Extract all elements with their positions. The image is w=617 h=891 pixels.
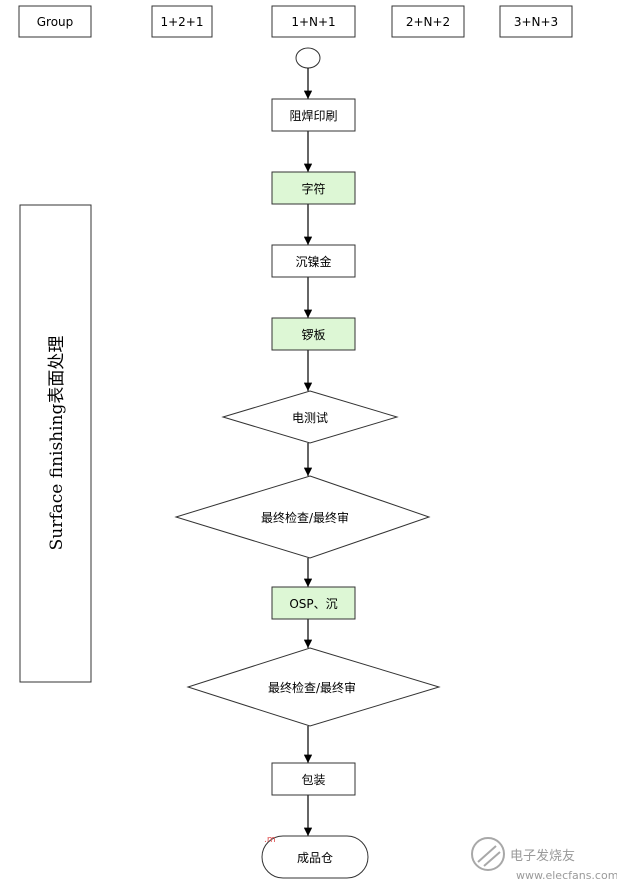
watermark-brand: 电子发烧友	[510, 848, 575, 864]
step-enig-label: 沉镍金	[295, 254, 331, 269]
decision-final-inspection-1	[174, 475, 431, 559]
header-1-2-1: 1+2+1	[160, 15, 203, 29]
header-box-2-n-2	[391, 5, 465, 38]
step-routing-label: 锣板	[301, 328, 325, 342]
step-legend	[271, 171, 356, 205]
start-node	[295, 47, 321, 69]
end-warehouse-label: 成品仓	[297, 851, 333, 865]
watermark: 电子发烧友 www.elecfans.com	[471, 837, 617, 882]
decision-final-inspection-1-label: 最终检查/最终审	[261, 510, 349, 525]
header-group: Group	[37, 15, 74, 29]
decision-e-test	[221, 390, 399, 444]
lane-label: Surface finishing表面处理	[47, 336, 67, 551]
decision-e-test-label: 电测试	[292, 410, 328, 425]
step-solder-mask-label: 阻焊印刷	[289, 108, 337, 123]
header-box-3-n-3	[499, 5, 573, 38]
header-box-1-n-1	[271, 5, 356, 38]
step-solder-mask	[271, 98, 356, 132]
watermark-url: www.elecfans.com	[516, 869, 617, 882]
header-box-1-2-1	[151, 5, 213, 38]
header-1-n-1: 1+N+1	[291, 15, 335, 29]
lane-box	[19, 204, 92, 683]
decision-final-inspection-2	[186, 647, 441, 727]
end-warehouse	[261, 835, 369, 879]
step-legend-label: 字符	[301, 181, 325, 196]
step-routing	[271, 317, 356, 351]
watermark-logo-icon	[471, 837, 505, 871]
step-packing-label: 包装	[301, 773, 325, 787]
decision-final-inspection-2-label: 最终检查/最终审	[268, 680, 356, 695]
step-packing	[271, 762, 356, 796]
step-enig	[271, 244, 356, 278]
stray-mark: .m	[264, 835, 276, 845]
header-box-group	[18, 5, 92, 38]
header-row: Group 1+2+1 1+N+1 2+N+2 3+N+3	[18, 5, 573, 38]
step-osp	[271, 586, 356, 620]
header-3-n-3: 3+N+3	[514, 15, 558, 29]
step-osp-label: OSP、沉	[289, 597, 337, 611]
header-2-n-2: 2+N+2	[406, 15, 450, 29]
